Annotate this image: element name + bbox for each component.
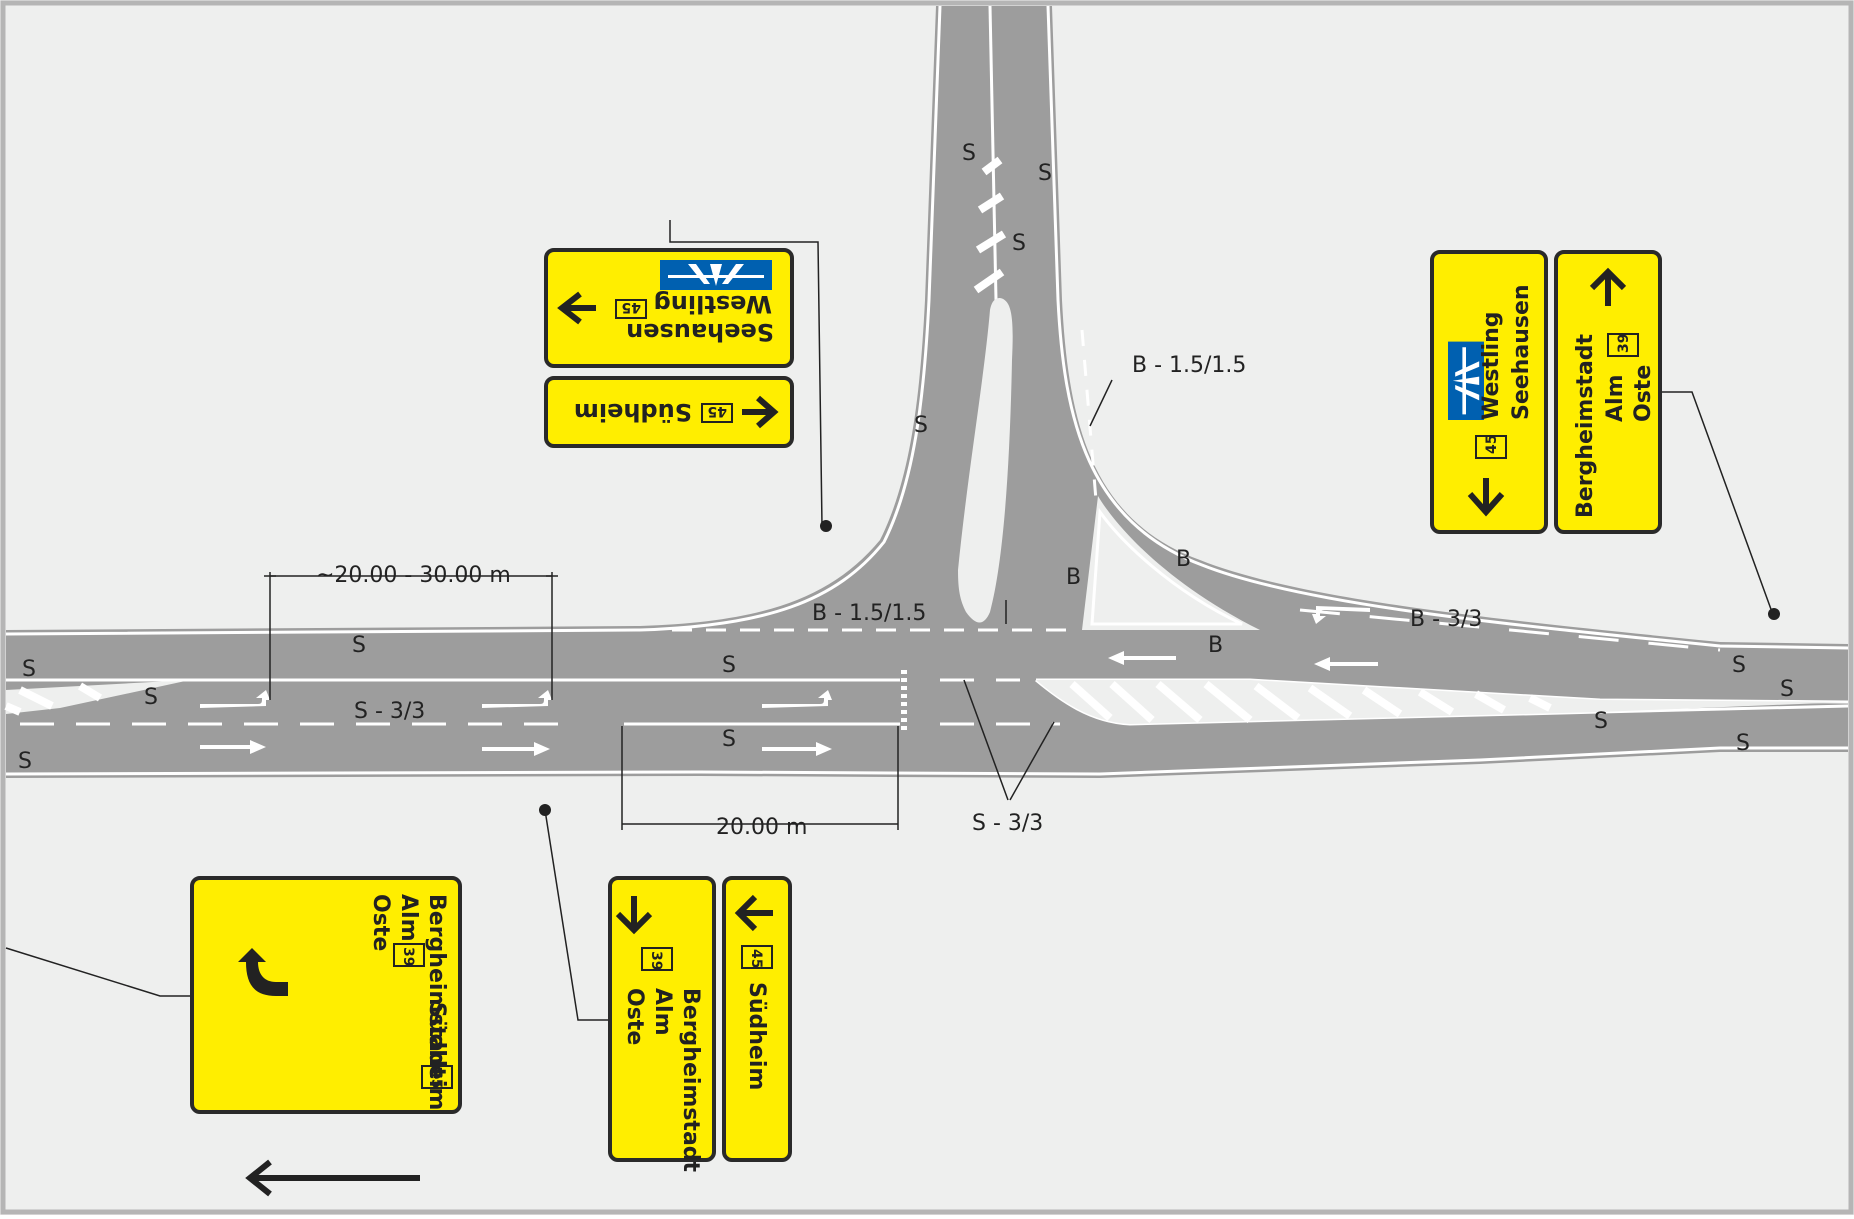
lane-dashes [6,329,1721,730]
label-s-4: S [914,413,928,438]
dimension-range-label: ~20.00 - 30.00 m [316,563,511,588]
arrow-up-icon [615,896,653,935]
east-triangle-island [1082,496,1260,630]
label-s-7: S [18,749,32,774]
sign-text-bergheimstadt: Bergheimstadt [1573,333,1598,518]
turn-arrow-icon [238,948,288,996]
sign-route-45: 45 [428,1069,444,1088]
sign-suedheim-bottom: 45 Südheim [722,876,792,1162]
sign-text-suedheim: Südheim [424,1002,449,1110]
arrow-left-turn-1 [200,690,270,708]
sign-text-oste: Oste [368,894,393,951]
label-s-5: S [22,657,36,682]
sign-suedheim-rotated: Südheim 45 [544,376,794,448]
marking-labels: S S S S S S S S S S S S S S B B B B - 1.… [18,141,1794,840]
leader-dots [539,520,1780,816]
arrow-right-icon [734,894,773,932]
label-s-13: S [1594,709,1608,734]
sign-text-suedheim: Südheim [744,982,769,1090]
label-s-6: S [144,685,158,710]
label-s-2: S [1038,161,1052,186]
label-b-3: B [1208,633,1223,658]
sign-bergheimstadt-right: Bergheimstadt Alm Oste 39 [1554,250,1662,534]
sign-text-seehausen: Seehausen [626,318,774,346]
arrow-left-turn-2 [482,690,552,708]
sign-text-westling: Westling [654,290,772,318]
autobahn-icon [660,260,772,290]
sign-route-39: 39 [400,947,416,966]
arrow-straight-1 [200,740,266,754]
sign-westling-seehausen-right: 45 Westling Seehausen [1430,250,1548,534]
label-b-1: B [1066,565,1081,590]
sign-route-45: 45 [708,403,727,419]
label-s-10: S [722,727,736,752]
sign-route-39: 39 [1616,334,1632,353]
sign-text-alm: Alm [1603,375,1628,423]
sign-text-bergheimstadt: Bergheimstadt [424,894,449,1079]
label-s-33-south: S - 3/3 [972,811,1043,836]
sign-route-45: 45 [748,949,764,968]
arrow-straight-2 [482,742,550,756]
sign-text-seehausen: Seehausen [1509,284,1534,420]
sign-text-bergheimstadt: Bergheimstadt [678,988,703,1173]
sign-route-45: 45 [622,299,641,315]
label-s-12: S [1780,677,1794,702]
sign-text-oste: Oste [622,988,647,1045]
sign-text-alm: Alm [650,988,675,1036]
label-b-15-upper: B - 1.5/1.5 [1132,353,1246,378]
arrow-east-turn [1312,606,1370,624]
north-island [958,298,1013,623]
label-s-8: S [352,633,366,658]
sign-bergheimstadt-suedheim-large: Bergheimstadt Alm Oste 39 Südheim 45 [190,876,462,1197]
label-s-33-west: S - 3/3 [354,699,425,724]
arrow-east-straight [1314,657,1378,671]
sign-text-westling: Westling [1479,311,1504,420]
sign-text-alm: Alm [396,894,421,942]
sign-route-39: 39 [648,951,664,970]
label-b-15-lower: B - 1.5/1.5 [812,601,926,626]
hatch-markings [4,156,1552,724]
arrow-straight-3 [762,742,832,756]
label-s-14: S [1736,731,1750,756]
arrow-left-turn-3 [762,690,832,708]
dimension-lines [5,220,1773,1021]
arrow-up-icon [1589,267,1627,306]
sign-text-suedheim: Südheim [574,398,692,426]
label-s-1: S [962,141,976,166]
arrow-straight-icon [245,1159,420,1197]
road-surfaces [6,6,1848,778]
main-road [6,6,1848,778]
label-b-33: B - 3/3 [1410,607,1482,632]
label-b-2: B [1176,547,1191,572]
arrow-left-icon [1467,478,1505,517]
sign-text-oste: Oste [1631,365,1656,422]
label-s-9: S [722,653,736,678]
arrow-right-icon [557,291,596,325]
dimension-20m-label: 20.00 m [716,815,807,840]
arrow-east-left [1108,651,1176,665]
lane-arrows [200,606,1378,756]
label-s-3: S [1012,231,1026,256]
arrow-left-icon [742,395,779,429]
label-s-11: S [1732,653,1746,678]
sign-bergheimstadt-bottom: 39 Bergheimstadt Alm Oste [608,876,716,1173]
sign-route-45: 45 [1484,435,1500,454]
sign-westling-seehausen-rotated: Seehausen Westling 45 [544,248,794,368]
